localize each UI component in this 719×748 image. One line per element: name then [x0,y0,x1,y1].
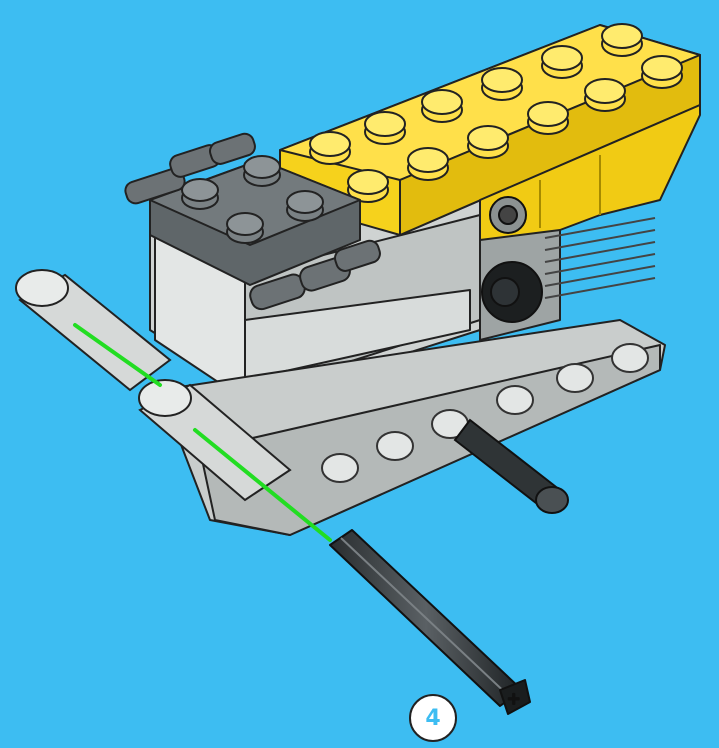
liftarm-hole [612,344,648,372]
liftarm-hole [557,364,593,392]
yellow-stud [365,112,405,144]
dark-stud [182,179,218,209]
yellow-stud [408,148,448,180]
yellow-stud [482,68,522,100]
dark-stud [287,191,323,221]
yellow-stud [642,56,682,88]
svg-text:+: + [507,689,520,708]
technic-axle: + [330,530,530,714]
yellow-stud [602,24,642,56]
yellow-stud [528,102,568,134]
liftarm-hole [497,386,533,414]
liftarm-hole [322,454,358,482]
yellow-stud [422,90,462,122]
dark-stud [227,213,263,243]
yellow-stud [468,126,508,158]
yellow-stud [542,46,582,78]
yellow-stud [585,79,625,111]
step-number: 4 [425,706,440,731]
dark-stud [244,156,280,186]
step-number-badge: 4 [409,694,457,742]
yellow-stud [310,132,350,164]
liftarm-hole [377,432,413,460]
